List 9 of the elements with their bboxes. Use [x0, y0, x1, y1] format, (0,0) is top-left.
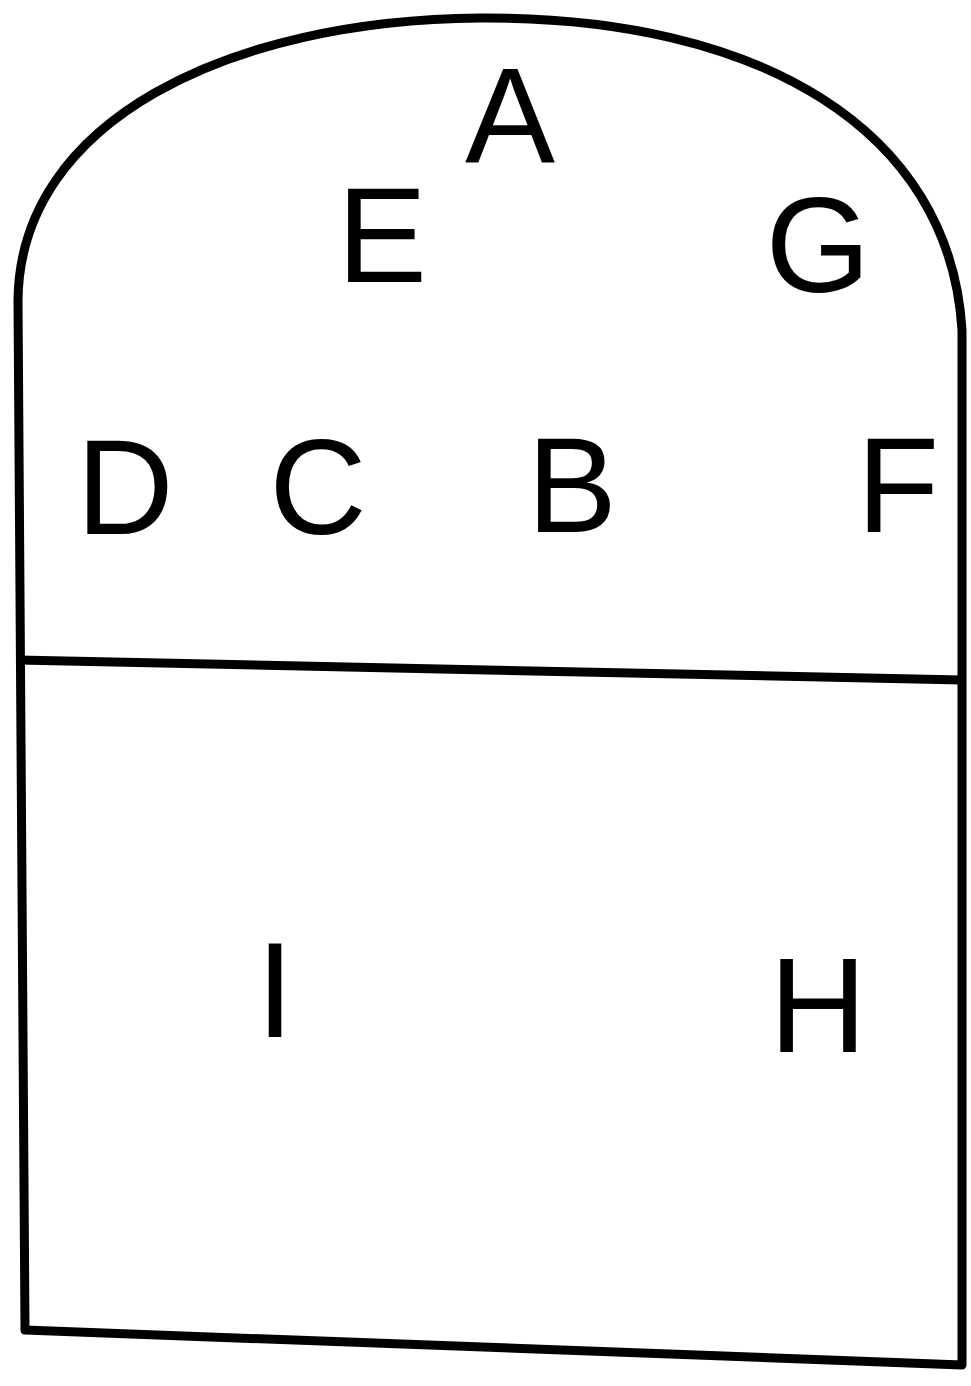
- callout-letter: F: [856, 417, 940, 553]
- callout-letter: B: [527, 417, 617, 553]
- callout-letter: I: [256, 922, 294, 1058]
- callout-letter: E: [337, 167, 427, 303]
- callout-letter: C: [269, 419, 367, 555]
- callout-letter: G: [765, 177, 871, 313]
- callout-letter: D: [76, 419, 174, 555]
- callout-letter: A: [465, 47, 555, 183]
- callout-letter: H: [769, 937, 867, 1073]
